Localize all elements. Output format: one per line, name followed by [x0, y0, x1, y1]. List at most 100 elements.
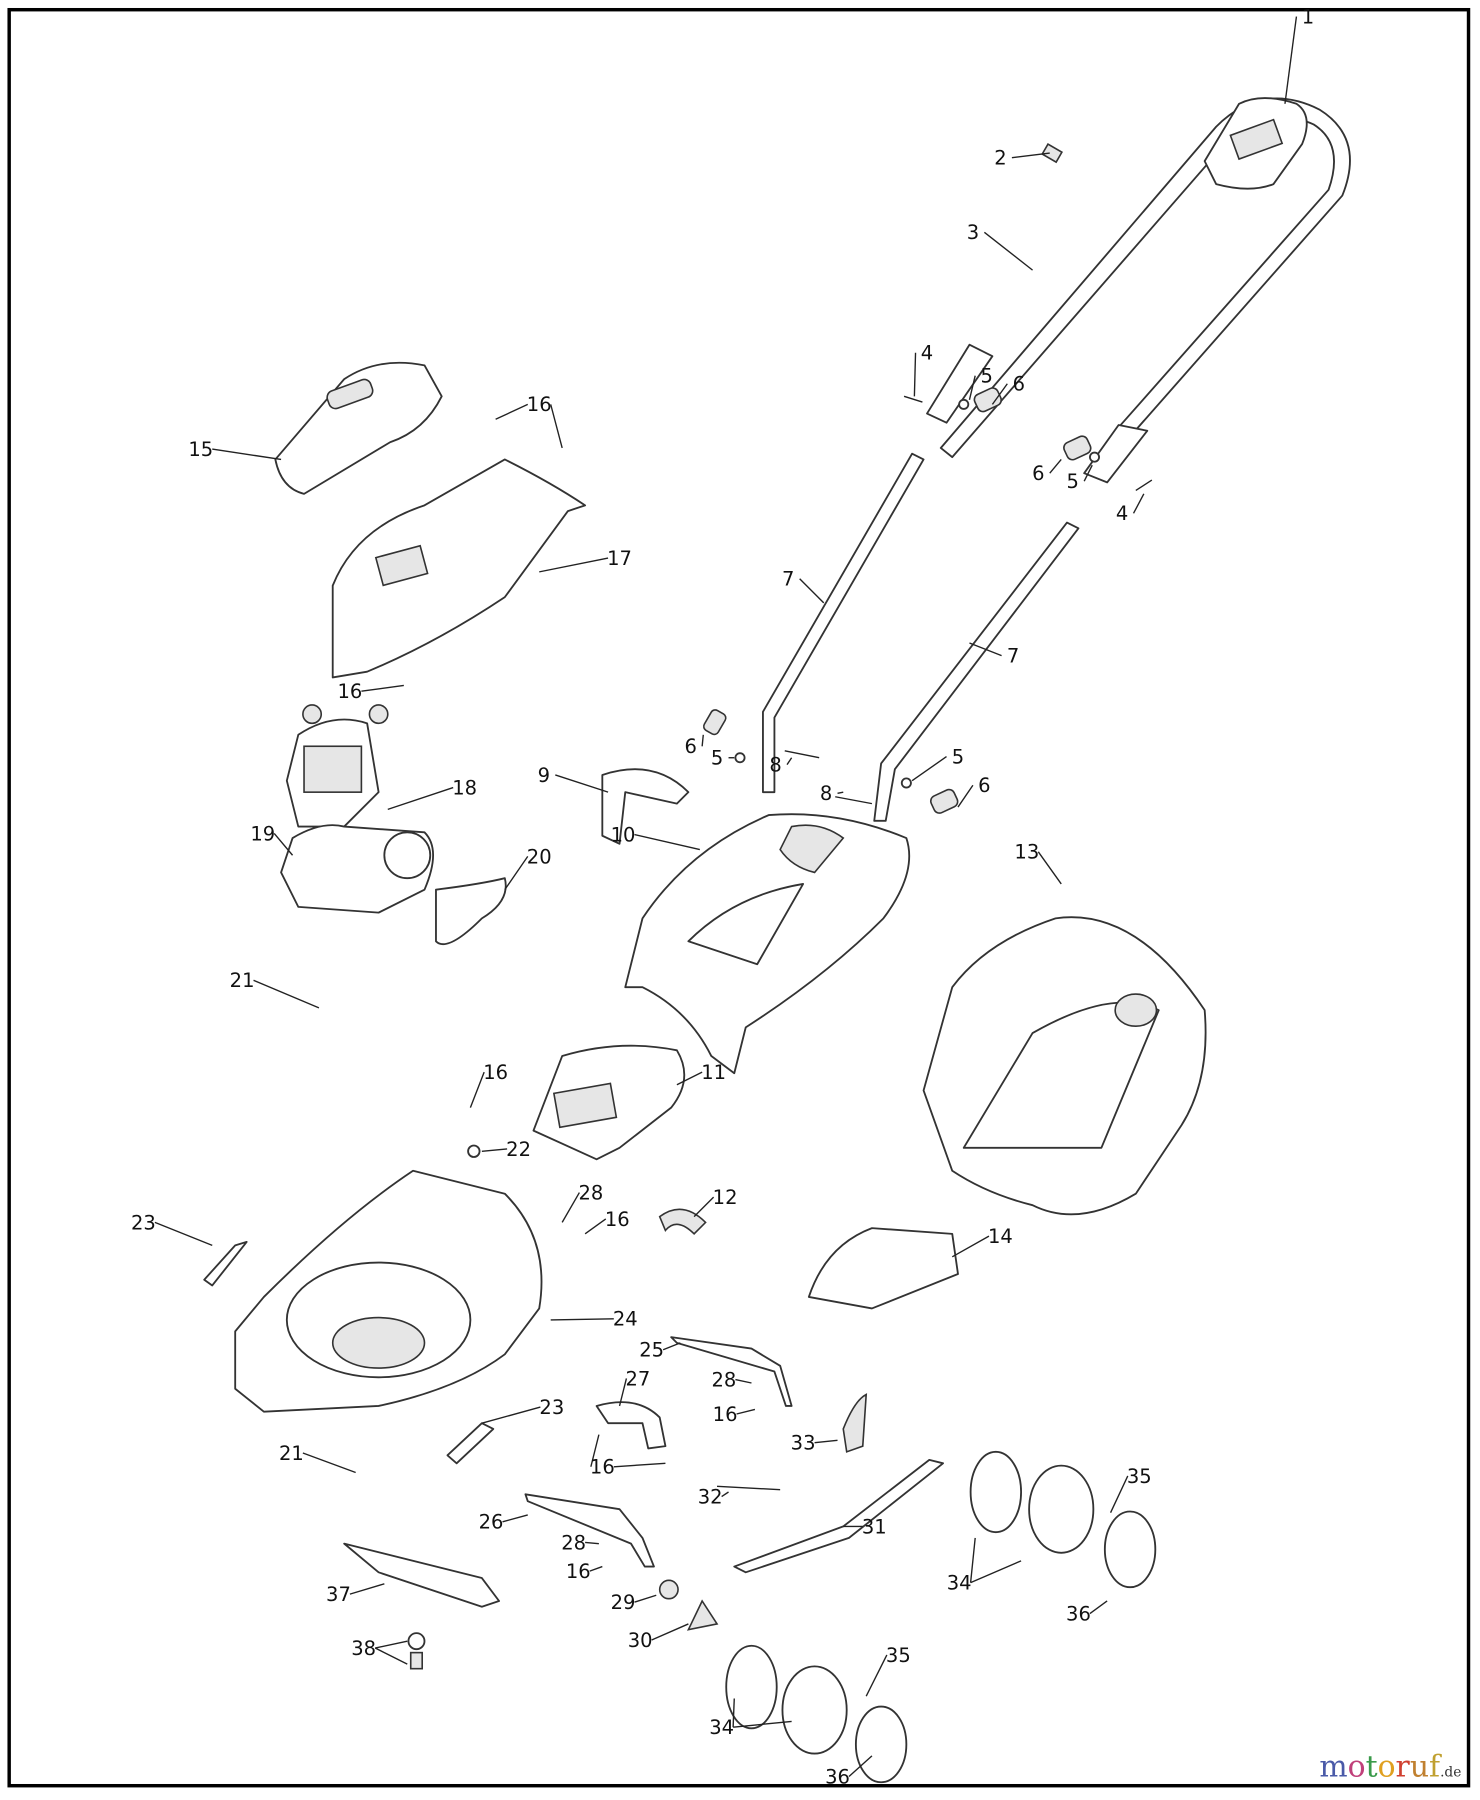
part-callout: 16	[566, 1560, 591, 1583]
leader-line	[273, 833, 294, 856]
leader-line	[555, 774, 609, 793]
leader-line	[970, 1560, 1022, 1584]
part-callout: 35	[886, 1644, 911, 1667]
leader-line	[361, 684, 404, 692]
part-callout: 34	[947, 1572, 972, 1595]
part-callout: 9	[538, 764, 550, 787]
leader-line	[848, 1755, 873, 1778]
wheels	[725, 1450, 1157, 1784]
part-callout: 16	[605, 1208, 630, 1231]
spring	[658, 1208, 707, 1235]
leader-line	[1011, 152, 1050, 159]
part-callout: 14	[988, 1225, 1013, 1248]
part-callout: 24	[613, 1308, 638, 1331]
part-callout: 15	[188, 438, 213, 461]
lower-handle-tubes	[762, 452, 1080, 822]
leader-line	[651, 1623, 689, 1641]
part-callout: 23	[539, 1396, 564, 1419]
top-cover	[624, 813, 911, 1075]
part-callout: 27	[625, 1367, 650, 1390]
part-callout: 2	[994, 147, 1006, 170]
grip-handle	[601, 768, 690, 845]
part-callout: 31	[862, 1515, 887, 1538]
leader-line	[375, 1640, 408, 1649]
part-callout: 20	[527, 845, 552, 868]
leader-line	[349, 1583, 385, 1595]
leader-line	[539, 557, 609, 573]
leader-line	[735, 1378, 752, 1384]
leader-line	[212, 448, 282, 461]
part-callout: 5	[980, 365, 992, 388]
leader-line	[1037, 851, 1062, 885]
leader-line	[911, 756, 947, 782]
leader-line	[968, 375, 976, 400]
part-callout: 36	[1066, 1602, 1091, 1625]
part-callout: 10	[611, 823, 636, 846]
leader-line	[1284, 16, 1298, 104]
motor	[285, 704, 389, 828]
part-callout: 8	[769, 754, 781, 777]
leader-line	[253, 979, 320, 1009]
part-callout: 29	[611, 1591, 636, 1614]
part-callout: 12	[713, 1186, 738, 1209]
leader-line	[590, 1434, 600, 1467]
leader-line	[634, 1594, 657, 1603]
leader-line	[469, 1071, 485, 1108]
part-callout: 11	[701, 1061, 726, 1084]
leader-line	[799, 578, 825, 604]
part-callout: 35	[1127, 1465, 1152, 1488]
leader-line	[550, 404, 563, 449]
leader-line	[662, 1342, 681, 1351]
part-callout: 7	[1007, 645, 1019, 668]
leader-line	[676, 1071, 703, 1086]
part-callout: 37	[326, 1583, 351, 1606]
drive-belt	[435, 877, 507, 946]
small-parts	[203, 1144, 944, 1670]
motoruf-watermark: motoruf.de	[1319, 1750, 1461, 1785]
leader-line	[957, 784, 974, 808]
part-callout: 16	[590, 1456, 615, 1479]
leader-line	[991, 383, 1008, 405]
part-callout: 36	[825, 1765, 850, 1788]
part-callout: 1	[1302, 5, 1314, 28]
switch-panel	[532, 1044, 686, 1161]
part-callout: 6	[1032, 462, 1044, 485]
leader-line	[302, 1452, 356, 1474]
part-callout: 5	[952, 745, 964, 768]
leader-line	[154, 1221, 213, 1246]
leader-line	[951, 1235, 990, 1258]
leader-line	[913, 352, 917, 397]
leader-line	[814, 1439, 838, 1444]
part-callout: 30	[628, 1629, 653, 1652]
part-callout: 3	[967, 221, 979, 244]
part-callout: 18	[452, 776, 477, 799]
upper-handle	[926, 97, 1351, 484]
diagram-border	[7, 7, 1471, 1788]
control-box	[1203, 97, 1308, 190]
motor-housing-base	[280, 824, 434, 914]
leader-line	[561, 1192, 580, 1223]
part-callout: 21	[279, 1442, 304, 1465]
part-callout: 22	[506, 1138, 531, 1161]
part-callout: 6	[978, 774, 990, 797]
part-callout: 4	[921, 342, 933, 365]
leader-line	[1083, 464, 1093, 482]
part-callout: 8	[820, 782, 832, 805]
motor-cover	[331, 458, 587, 679]
leader-line	[786, 757, 793, 766]
part-callout: 16	[713, 1403, 738, 1426]
leader-line	[1132, 493, 1145, 514]
leader-line	[1109, 1475, 1129, 1513]
leader-line	[1089, 1600, 1108, 1615]
leader-line	[495, 403, 529, 420]
part-callout: 13	[1014, 841, 1039, 864]
leader-line	[502, 1514, 528, 1523]
leader-line	[1049, 459, 1062, 474]
part-callout: 6	[684, 735, 696, 758]
part-callout: 5	[1067, 470, 1079, 493]
part-callout: 32	[698, 1485, 723, 1508]
part-callout: 19	[250, 822, 275, 845]
grass-box	[922, 916, 1207, 1216]
